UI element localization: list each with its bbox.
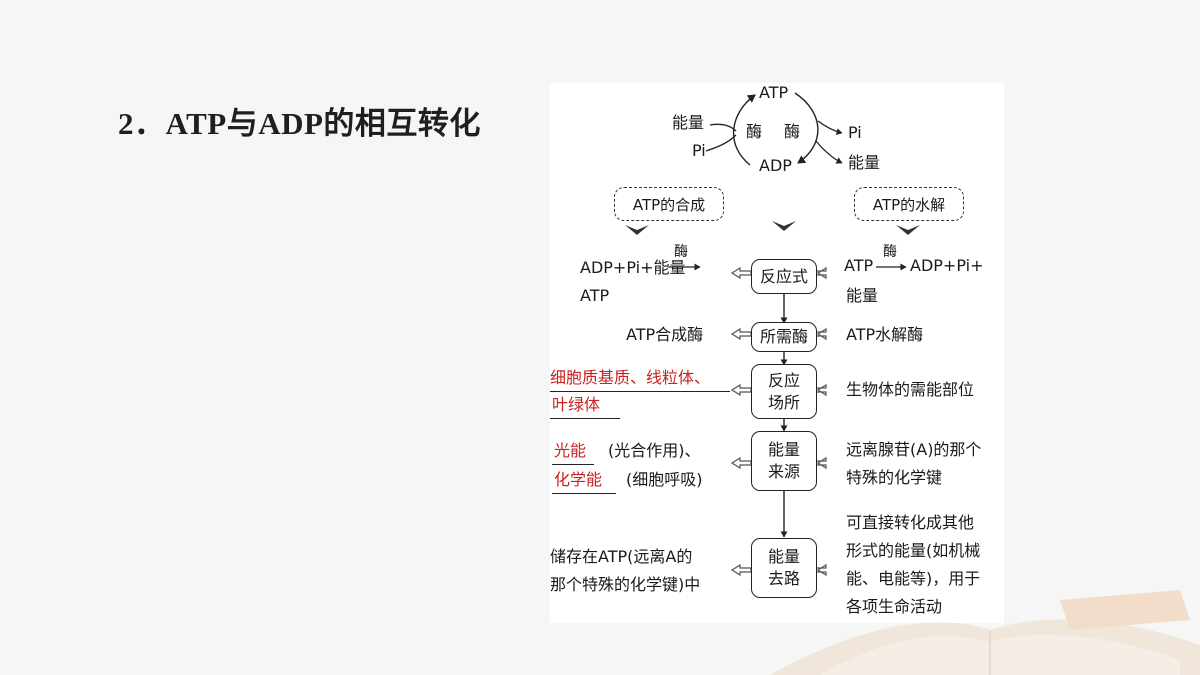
- cycle-atp: ATP: [759, 83, 789, 102]
- reaction-right-enzyme: 酶: [883, 244, 897, 260]
- reaction-right-line2: 能量: [846, 286, 879, 305]
- destination-box: 能量 去路: [751, 538, 817, 598]
- destination-right-line3: 能、电能等)，用于: [846, 569, 981, 588]
- destination-left-line2: 那个特殊的化学键)中: [550, 575, 701, 594]
- reaction-left-enzyme: 酶: [674, 244, 688, 260]
- destination-right-line1: 可直接转化成其他: [846, 513, 975, 532]
- source-underline-2: [552, 493, 616, 494]
- reaction-box: 反应式: [751, 259, 817, 294]
- source-underline-1: [552, 464, 594, 465]
- atp-adp-diagram: ATP ADP 能量 Pi 酶 酶 Pi 能量 ATP的合成 ATP的水解 反应…: [550, 83, 1004, 623]
- enzyme-left: ATP合成酶: [626, 325, 704, 344]
- enzyme-right: ATP水解酶: [846, 325, 924, 344]
- reaction-right-atp: ATP: [844, 256, 874, 275]
- cycle-pi-in: Pi: [692, 141, 706, 160]
- reaction-right-products: ADP+Pi+: [910, 256, 984, 275]
- reaction-left-line1: ADP+Pi+能量: [580, 258, 686, 277]
- source-box-line2: 来源: [767, 462, 800, 481]
- cycle-pi-out: Pi: [848, 123, 862, 142]
- site-underline-1: [550, 391, 730, 392]
- cycle-enzyme-right: 酶: [784, 122, 801, 141]
- site-box-line1: 反应: [767, 370, 800, 390]
- destination-left-line1: 储存在ATP(远离A的: [550, 547, 693, 566]
- cycle-enzyme-left: 酶: [746, 122, 763, 141]
- destination-box-line1: 能量: [767, 547, 800, 566]
- diagram-connectors: [625, 92, 920, 577]
- book-watermark-icon: [770, 590, 1200, 675]
- cycle-energy-in: 能量: [672, 113, 705, 132]
- source-note-photosynthesis: (光合作用)、: [608, 441, 701, 460]
- source-right-line1: 远离腺苷(A)的那个: [846, 440, 982, 459]
- source-right-line2: 特殊的化学键: [846, 468, 943, 487]
- site-box: 反应 场所: [751, 364, 817, 419]
- source-fill-light: 光能: [554, 441, 587, 460]
- enzyme-box: 所需酶: [751, 322, 817, 352]
- cycle-adp: ADP: [759, 156, 792, 175]
- destination-right-line4: 各项生命活动: [846, 597, 943, 616]
- site-left-line1: 细胞质基质、线粒体、: [550, 368, 711, 387]
- hydrolysis-label: ATP的水解: [854, 187, 964, 221]
- destination-right-line2: 形式的能量(如机械: [846, 541, 981, 560]
- source-fill-chemical: 化学能: [554, 470, 603, 489]
- source-note-respiration: (细胞呼吸): [626, 470, 703, 489]
- source-box: 能量 来源: [751, 431, 817, 491]
- site-right: 生物体的需能部位: [846, 380, 975, 399]
- source-box-line1: 能量: [767, 440, 800, 459]
- slide-title: 2．ATP与ADP的相互转化: [118, 106, 481, 141]
- synthesis-label: ATP的合成: [614, 187, 724, 221]
- site-left-line2: 叶绿体: [552, 395, 601, 414]
- site-box-line2: 场所: [767, 392, 800, 412]
- reaction-left-line2: ATP: [580, 286, 610, 305]
- site-underline-2: [550, 418, 620, 419]
- destination-box-line2: 去路: [767, 569, 800, 588]
- cycle-energy-out: 能量: [848, 153, 881, 172]
